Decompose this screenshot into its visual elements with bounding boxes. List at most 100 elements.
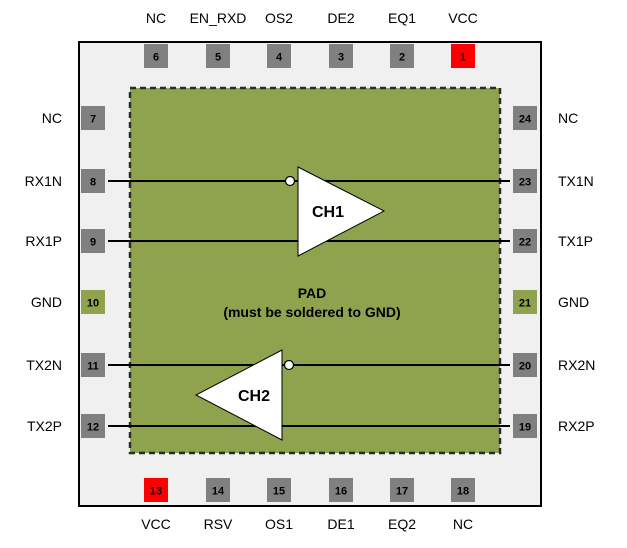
pin-24-name: NC (558, 110, 578, 126)
pin-12-number: 12 (87, 422, 99, 434)
pin-13-box (144, 478, 168, 502)
pin-1-number: 1 (460, 52, 466, 64)
pin-20-number: 20 (519, 361, 531, 373)
exposed-pad (128, 86, 502, 455)
pin-8-box (81, 169, 105, 193)
pin-7: 7 NC (42, 106, 105, 130)
pin-3-name: DE2 (327, 10, 354, 26)
pin-23: 23 TX1N (513, 169, 594, 193)
pin-3-number: 3 (338, 52, 344, 64)
pin-12: 12 TX2P (27, 414, 105, 438)
pin-9: 9 RX1P (25, 229, 105, 253)
pin-7-name: NC (42, 110, 62, 126)
pin-15-number: 15 (273, 486, 285, 498)
pin-19-number: 19 (519, 422, 531, 434)
pin-10-box (81, 290, 105, 314)
pin-18-number: 18 (457, 486, 469, 498)
pin-12-name: TX2P (27, 418, 62, 434)
pin-5: 5EN_RXD (190, 10, 247, 68)
pin-6-number: 6 (153, 52, 159, 64)
ch1-label: CH1 (312, 204, 344, 221)
pin-5-box (206, 44, 230, 68)
pin-14-number: 14 (212, 486, 225, 498)
pin-11-number: 11 (87, 361, 99, 373)
pin-22-number: 22 (519, 237, 531, 249)
pins: 6NC5EN_RXD4OS23DE22EQ11VCC13VCC14RSV15OS… (25, 10, 596, 532)
pin-20: 20 RX2N (513, 353, 595, 377)
pin-11: 11 TX2N (26, 353, 105, 377)
pin-13-name: VCC (141, 516, 171, 532)
ch2-buffer (194, 349, 283, 441)
pin-22-name: TX1P (558, 233, 593, 249)
pin-17-name: EQ2 (388, 516, 416, 532)
pin-4-name: OS2 (265, 10, 293, 26)
pin-24: 24 NC (513, 106, 578, 130)
pin-7-box (81, 106, 105, 130)
pin-17-box (390, 478, 414, 502)
pin-17-number: 17 (396, 486, 408, 498)
pin-2-number: 2 (399, 52, 405, 64)
pin-4-box (267, 44, 291, 68)
pin-1-box (451, 44, 475, 68)
pin-16-name: DE1 (327, 516, 354, 532)
pin-15-box (267, 478, 291, 502)
pin-15-name: OS1 (265, 516, 293, 532)
pad-title: PAD (298, 285, 327, 301)
ch1-inverting-bubble (284, 175, 296, 187)
pin-6-box (144, 44, 168, 68)
pin-4-number: 4 (276, 52, 283, 64)
pin-11-box (81, 353, 105, 377)
pin-21-number: 21 (519, 298, 531, 310)
pin-9-box (81, 229, 105, 253)
pin-10-number: 10 (87, 298, 99, 310)
pin-23-box (513, 169, 537, 193)
pin-6: 6 NC (144, 10, 168, 68)
pin-2-name: EQ1 (388, 10, 416, 26)
pin-21-name: GND (558, 294, 589, 310)
pin-18-box (451, 478, 475, 502)
pin-22-box (513, 229, 537, 253)
pin-1: 1 VCC (448, 10, 478, 68)
pin-24-box (513, 106, 537, 130)
pin-3: 3 DE2 (327, 10, 355, 68)
pin-10: 10 GND (31, 290, 105, 314)
pin-19-name: RX2P (558, 418, 595, 434)
pin-13-number: 13 (150, 486, 162, 498)
pin-21-box (513, 290, 537, 314)
pin-6-name: NC (146, 10, 166, 26)
pin-20-box (513, 353, 537, 377)
pin-4: 4 OS2 (265, 10, 293, 68)
pin-16-box (329, 478, 353, 502)
pin-11-name: TX2N (26, 357, 62, 373)
pin-18-name: NC (453, 516, 473, 532)
pin-3-box (329, 44, 353, 68)
pin-8-number: 8 (90, 177, 96, 189)
pin-9-number: 9 (90, 237, 96, 249)
pin-1-name: VCC (448, 10, 478, 26)
pin-12-box (81, 414, 105, 438)
pin-22: 22 TX1P (513, 229, 593, 253)
ch1-buffer (297, 166, 386, 257)
pin-24-number: 24 (519, 114, 532, 126)
pin-10-name: GND (31, 294, 62, 310)
pin-7-number: 7 (90, 114, 96, 126)
pin-14-box (206, 478, 230, 502)
pin-9-name: RX1P (25, 233, 62, 249)
ch2-label: CH2 (238, 388, 270, 405)
pad-subtitle: (must be soldered to GND) (223, 304, 400, 320)
pin-2: 2 EQ1 (388, 10, 416, 68)
pin-14-name: RSV (204, 516, 233, 532)
pin-21: 21 GND (513, 290, 589, 314)
pin-5-name: EN_RXD (190, 10, 247, 26)
pin-20-name: RX2N (558, 357, 595, 373)
pin-23-number: 23 (519, 177, 531, 189)
pin-23-name: TX1N (558, 173, 594, 189)
